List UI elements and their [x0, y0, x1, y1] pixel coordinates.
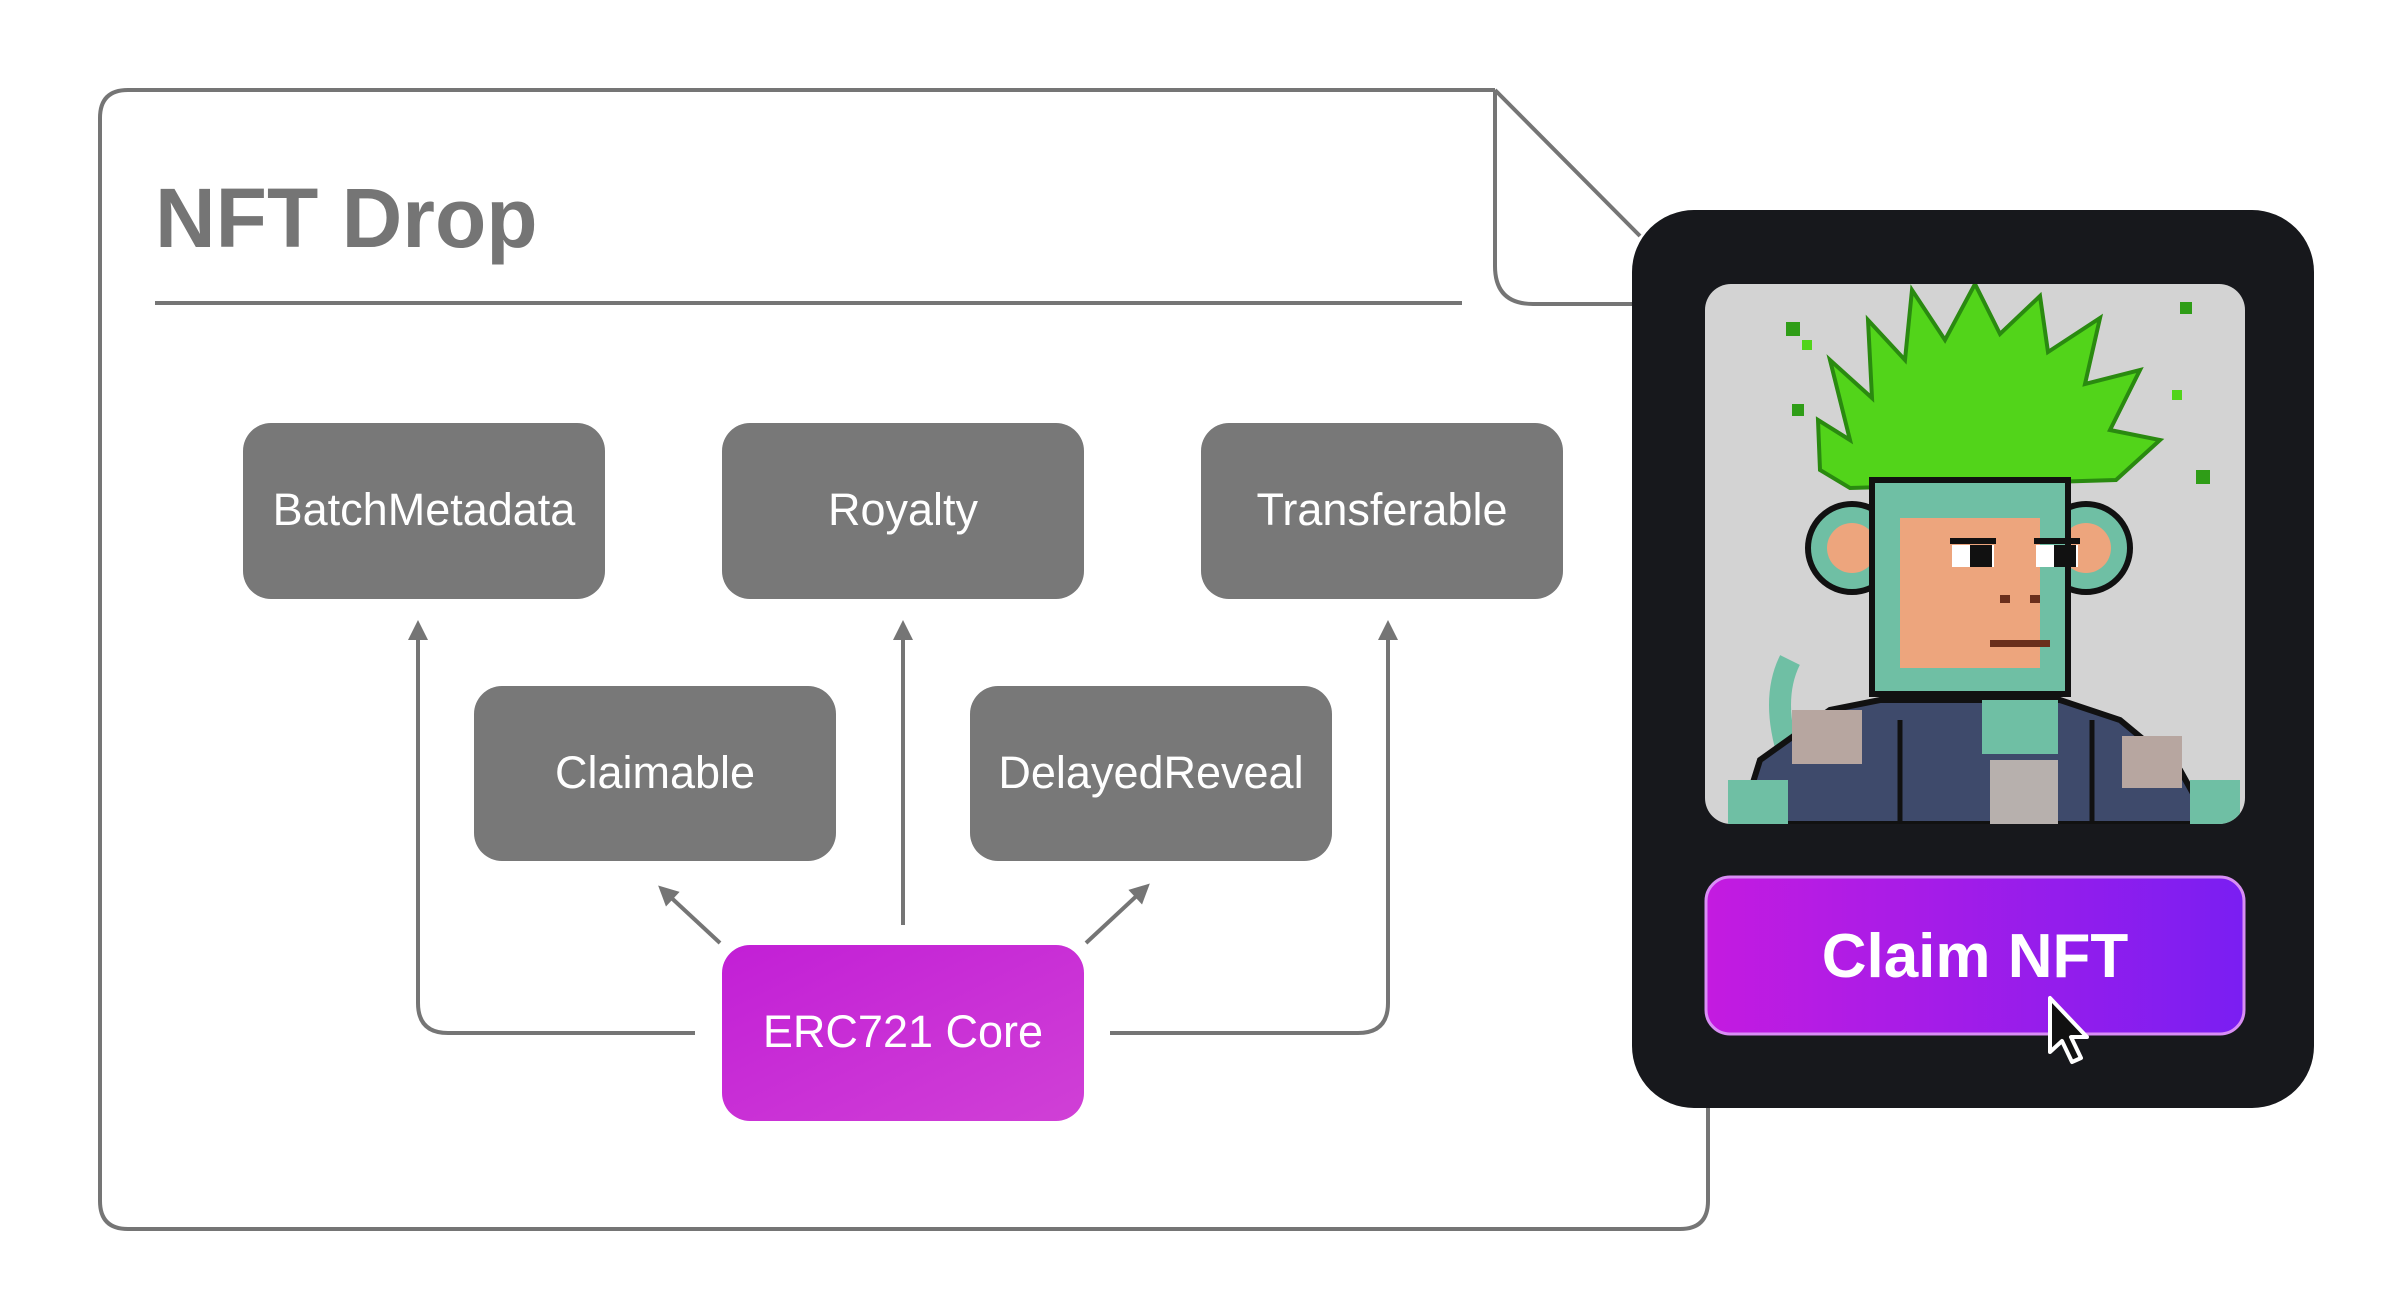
module-transferable: Transferable — [1201, 423, 1563, 599]
module-claimable-label: Claimable — [555, 747, 755, 798]
claim-nft-button[interactable]: Claim NFT — [1704, 875, 2246, 1036]
nft-card: Claim NFT — [1632, 210, 2314, 1108]
module-royalty-label: Royalty — [828, 484, 979, 535]
document-outline — [98, 88, 1710, 1231]
module-erc721-core-label: ERC721 Core — [763, 1006, 1043, 1057]
arrow-core-to-batchmetadata — [408, 620, 695, 1035]
module-transferable-label: Transferable — [1257, 484, 1508, 535]
module-batchmetadata: BatchMetadata — [243, 423, 605, 599]
module-claimable: Claimable — [474, 686, 836, 861]
module-batchmetadata-label: BatchMetadata — [273, 484, 577, 535]
connectors — [408, 620, 1398, 1035]
document-title: NFT Drop — [155, 171, 538, 265]
arrow-core-to-claimable — [658, 885, 722, 945]
arrow-core-to-transferable — [1110, 620, 1398, 1035]
module-royalty: Royalty — [722, 423, 1084, 599]
pointer-cursor-icon — [2048, 996, 2089, 1064]
pixel-art-monkey-avatar-icon — [1705, 284, 2245, 824]
module-delayedreveal: DelayedReveal — [970, 686, 1332, 861]
claim-nft-button-label[interactable]: Claim NFT — [1822, 922, 2129, 991]
arrow-core-to-delayedreveal — [1084, 883, 1150, 945]
module-erc721-core: ERC721 Core — [722, 945, 1084, 1121]
module-delayedreveal-label: DelayedReveal — [998, 747, 1303, 798]
